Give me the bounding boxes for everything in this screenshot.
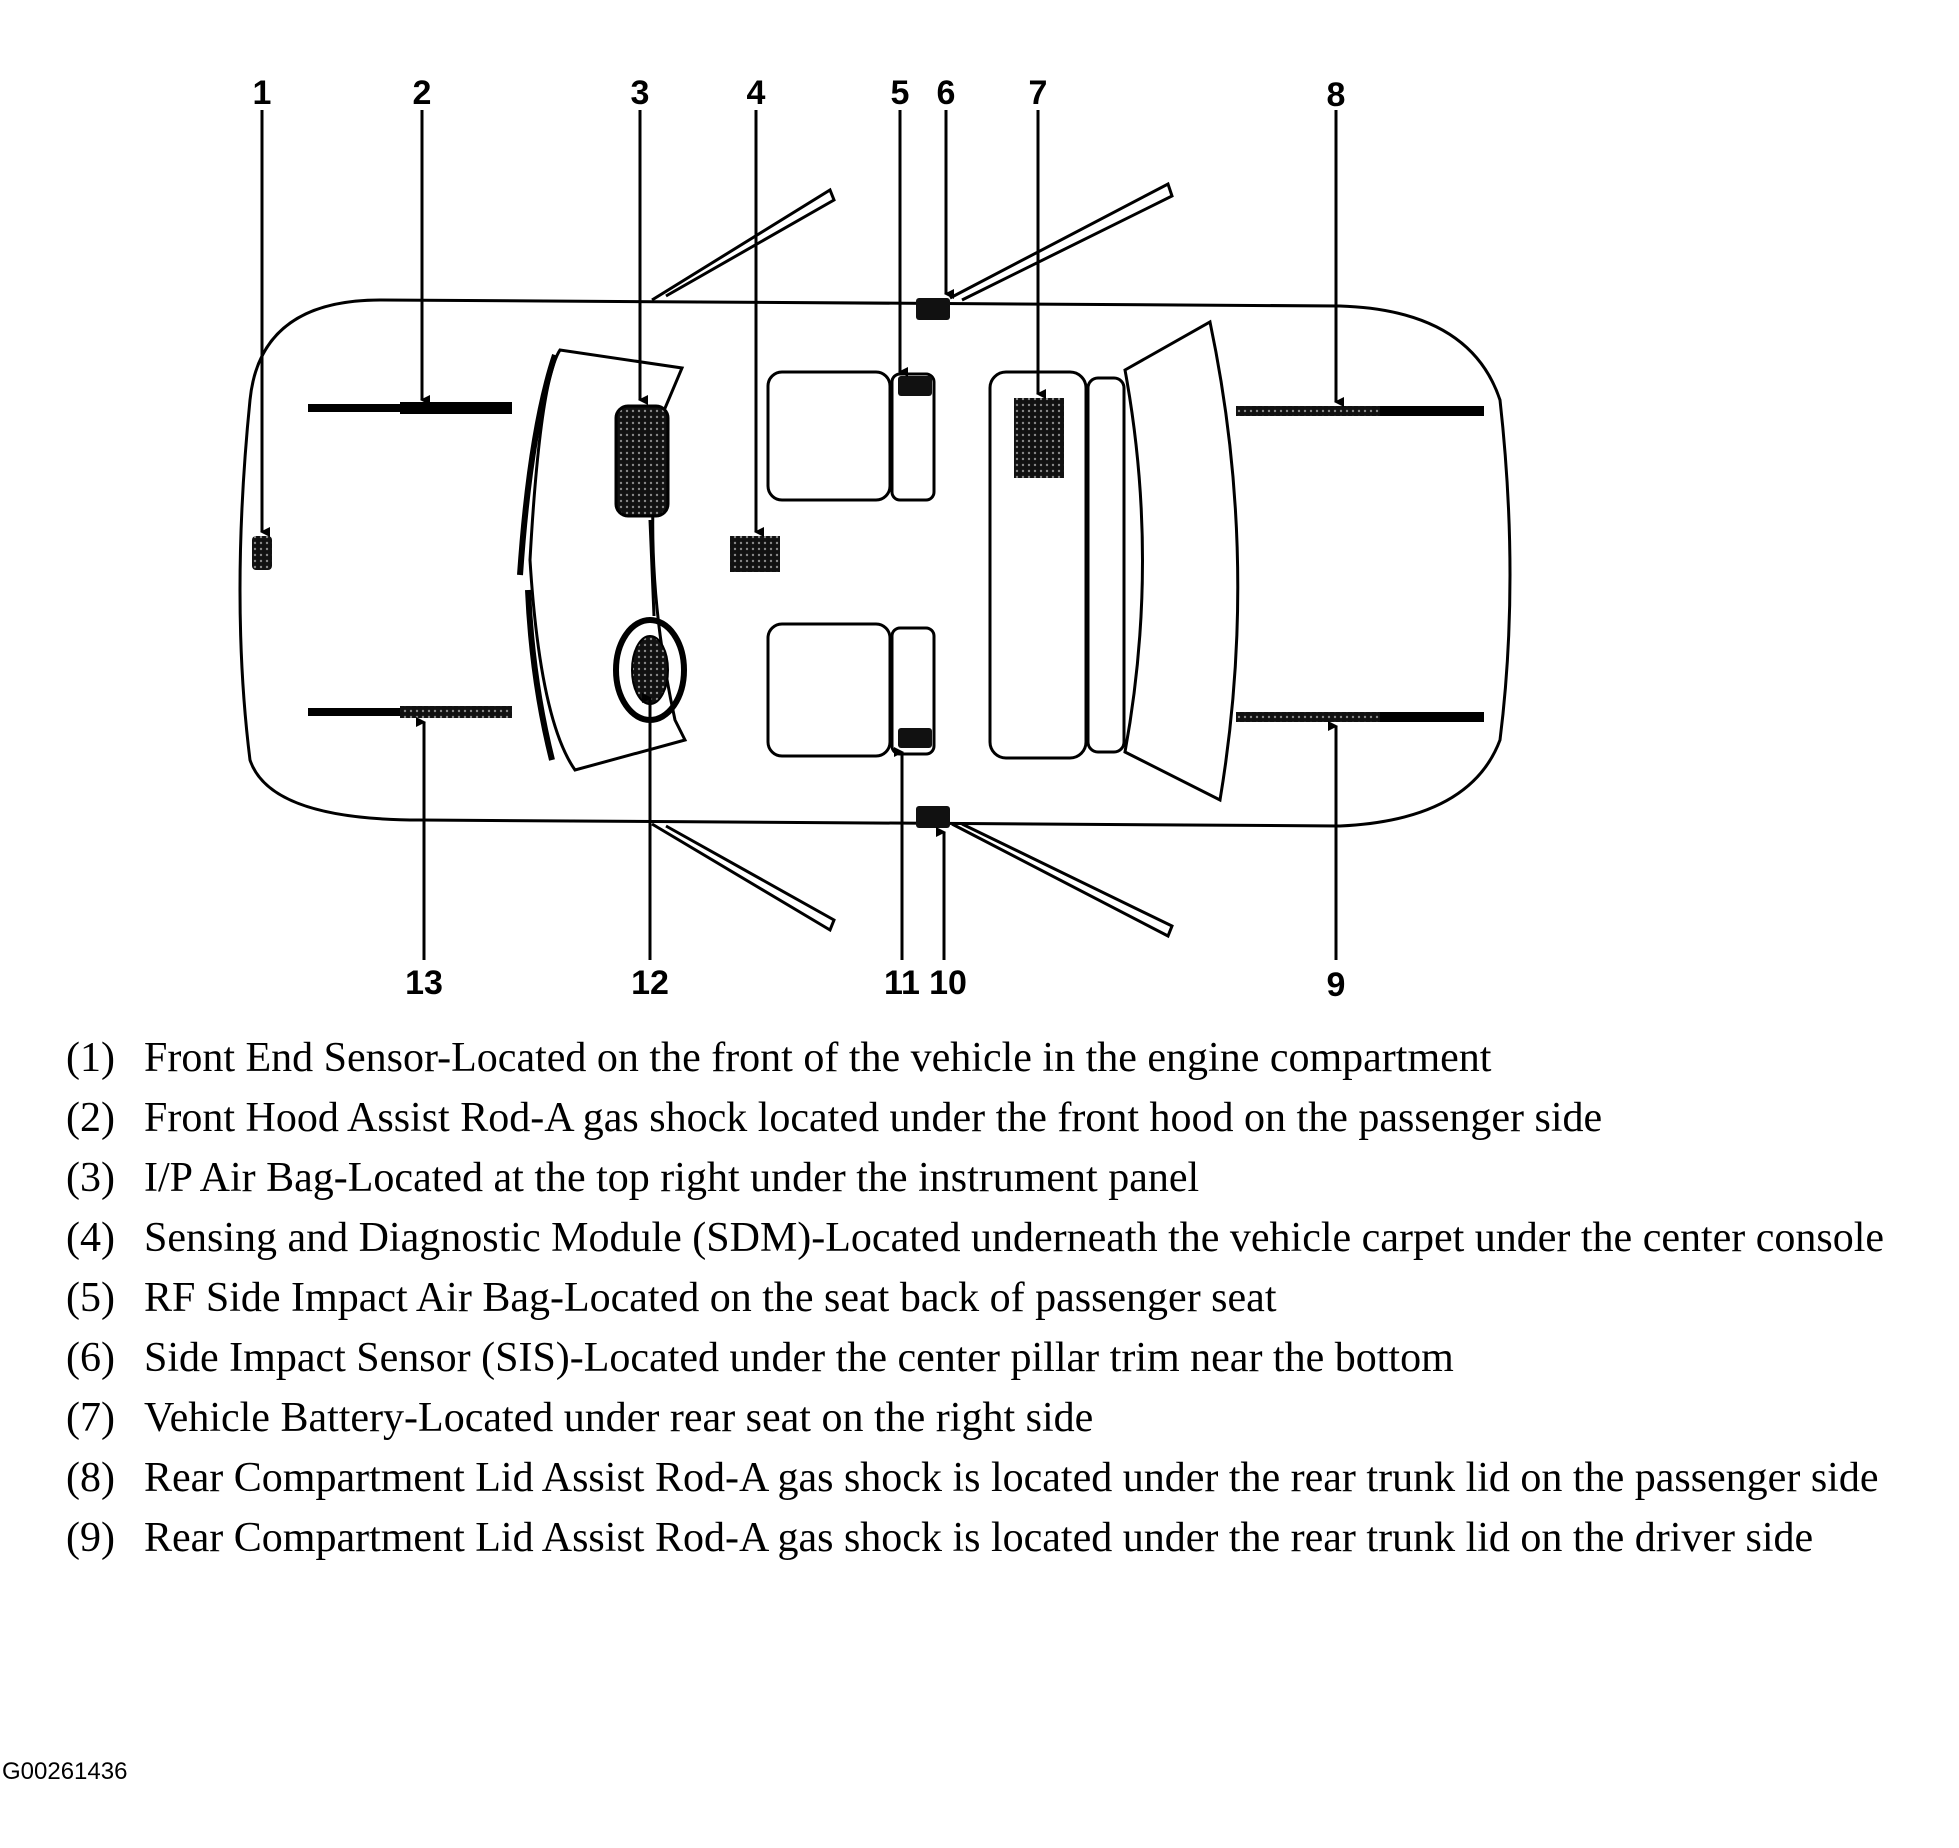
legend-item: (1) Front End Sensor-Located on the fron… bbox=[66, 1036, 1946, 1080]
legend-item: (8) Rear Compartment Lid Assist Rod-A ga… bbox=[66, 1456, 1946, 1500]
callout-13: 13 bbox=[405, 964, 443, 1002]
vehicle-battery bbox=[1014, 398, 1064, 478]
front-seatback-passenger bbox=[890, 372, 936, 502]
callout-2: 2 bbox=[413, 74, 432, 112]
door-lines bbox=[651, 181, 1174, 939]
legend-description: I/P Air Bag-Located at the top right und… bbox=[144, 1155, 1200, 1201]
legend-description: RF Side Impact Air Bag-Located on the se… bbox=[144, 1275, 1277, 1321]
car-body-outline bbox=[238, 298, 1512, 828]
wiper-bottom bbox=[525, 589, 555, 761]
callout-4: 4 bbox=[747, 74, 766, 112]
lf-side-impact-air-bag bbox=[898, 728, 932, 748]
rear-lid-assist-rod-passenger bbox=[1236, 406, 1484, 416]
front-seat-passenger bbox=[766, 370, 892, 502]
front-hood-assist-rod bbox=[308, 402, 512, 414]
front-seat-driver bbox=[766, 622, 892, 758]
legend-item: (6) Side Impact Sensor (SIS)-Located und… bbox=[66, 1336, 1946, 1380]
leader-arrows-top bbox=[260, 110, 1344, 537]
rf-side-impact-air-bag bbox=[898, 376, 932, 396]
ip-air-bag bbox=[614, 404, 670, 518]
rear-lid-assist-rod-driver bbox=[1236, 712, 1484, 722]
front-end-sensor bbox=[252, 536, 272, 570]
callout-9: 9 bbox=[1327, 966, 1346, 1004]
legend-item: (2) Front Hood Assist Rod-A gas shock lo… bbox=[66, 1096, 1946, 1140]
steering-column bbox=[648, 519, 656, 617]
front-hood-assist-rod-driver bbox=[308, 706, 512, 718]
callout-12: 12 bbox=[631, 964, 669, 1002]
legend-description: Front End Sensor-Located on the front of… bbox=[144, 1035, 1492, 1081]
rear-seatback bbox=[1086, 376, 1126, 754]
sdm-module bbox=[730, 536, 780, 572]
callout-5: 5 bbox=[891, 74, 910, 112]
legend-description: Front Hood Assist Rod-A gas shock locate… bbox=[144, 1095, 1603, 1141]
legend-number: (6) bbox=[66, 1335, 115, 1381]
callout-7: 7 bbox=[1029, 74, 1048, 112]
legend-number: (2) bbox=[66, 1095, 115, 1141]
rear-window bbox=[1123, 319, 1240, 803]
legend-item: (4) Sensing and Diagnostic Module (SDM)-… bbox=[66, 1216, 1946, 1260]
legend-item: (7) Vehicle Battery-Located under rear s… bbox=[66, 1396, 1946, 1440]
figure-id: G00261436 bbox=[2, 1758, 128, 1785]
legend-description: Sensing and Diagnostic Module (SDM)-Loca… bbox=[144, 1215, 1885, 1261]
legend-number: (1) bbox=[66, 1035, 115, 1081]
legend-description: Rear Compartment Lid Assist Rod-A gas sh… bbox=[144, 1455, 1879, 1501]
side-impact-sensor-left bbox=[916, 806, 950, 828]
legend-item: (5) RF Side Impact Air Bag-Located on th… bbox=[66, 1276, 1946, 1320]
windshield bbox=[528, 348, 688, 772]
callout-6: 6 bbox=[937, 74, 956, 112]
legend-number: (5) bbox=[66, 1275, 115, 1321]
legend-number: (9) bbox=[66, 1515, 115, 1561]
side-impact-sensor-right bbox=[916, 298, 950, 320]
legend-number: (4) bbox=[66, 1215, 115, 1261]
legend-number: (8) bbox=[66, 1455, 115, 1501]
legend-description: Side Impact Sensor (SIS)-Located under t… bbox=[144, 1335, 1454, 1381]
legend-description: Rear Compartment Lid Assist Rod-A gas sh… bbox=[144, 1515, 1814, 1561]
legend-item: (9) Rear Compartment Lid Assist Rod-A ga… bbox=[66, 1516, 1946, 1560]
legend-description: Vehicle Battery-Located under rear seat … bbox=[144, 1395, 1094, 1441]
front-seatback-driver bbox=[890, 626, 936, 756]
callout-11: 11 bbox=[884, 964, 920, 1002]
callout-8: 8 bbox=[1327, 76, 1346, 114]
leader-arrows-bottom bbox=[416, 693, 1338, 960]
legend: (1) Front End Sensor-Located on the fron… bbox=[66, 1036, 1946, 1576]
wiper-top bbox=[517, 354, 558, 576]
callout-3: 3 bbox=[631, 74, 650, 112]
legend-number: (3) bbox=[66, 1155, 115, 1201]
callout-10: 10 bbox=[929, 964, 967, 1002]
callout-1: 1 bbox=[253, 74, 272, 112]
legend-number: (7) bbox=[66, 1395, 115, 1441]
legend-item: (3) I/P Air Bag-Located at the top right… bbox=[66, 1156, 1946, 1200]
vehicle-component-diagram: 1 2 3 4 5 6 7 8 13 12 11 10 9 bbox=[238, 74, 1512, 1004]
